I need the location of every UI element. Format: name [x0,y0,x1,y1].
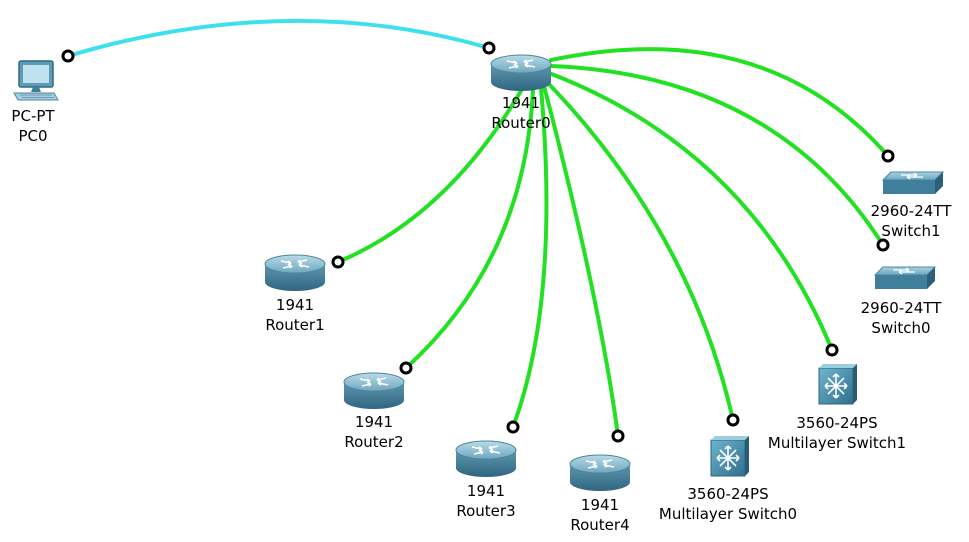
router2-model-label: 1941 [355,413,393,431]
switch0-model-label: 2960-24TT [861,299,943,317]
pc0-name-label: PC0 [18,127,47,145]
port-status-light [825,343,839,357]
mlswitch1-model-label: 3560-24PS [796,414,877,432]
mlswitch0-model-label: 3560-24PS [687,485,768,503]
ethernet-link-router0-mlswitch1[interactable] [547,71,834,352]
port-status-light [881,149,895,163]
port-status-light [726,413,740,427]
mlswitch0-name-label: Multilayer Switch0 [659,505,797,523]
router-icon [569,454,631,492]
router4-model-label: 1941 [581,496,619,514]
device-mlswitch1[interactable]: 3560-24PS Multilayer Switch1 [768,363,906,452]
router-icon [264,254,326,292]
switch-icon [874,266,936,290]
pc0-model-label: PC-PT [11,107,55,125]
device-switch0[interactable]: 2960-24TT Switch0 [861,266,943,337]
switch1-model-label: 2960-24TT [871,202,953,220]
device-router4[interactable]: 1941 Router4 [569,454,631,534]
router-icon [490,54,552,92]
ethernet-link-router0-switch1[interactable] [549,47,890,158]
device-router2[interactable]: 1941 Router2 [343,372,405,451]
ethernet-link-router0-switch0[interactable] [549,64,885,247]
ethernet-link-router0-router2[interactable] [404,87,535,370]
router-icon [343,372,405,410]
device-switch1[interactable]: 2960-24TT Switch1 [871,171,953,240]
device-router3[interactable]: 1941 Router3 [455,440,517,520]
router1-name-label: Router1 [265,316,324,334]
multilayer-switch-icon [818,363,858,405]
port-status-light [331,255,345,269]
ethernet-link-router0-router1[interactable] [336,82,527,264]
router3-name-label: Router3 [456,502,515,520]
port-status-light [61,49,75,63]
device-mlswitch0[interactable]: 3560-24PS Multilayer Switch0 [659,435,797,523]
port-status-light [506,420,520,434]
ethernet-link-router0-mlswitch0[interactable] [544,79,735,422]
mlswitch1-name-label: Multilayer Switch1 [768,434,906,452]
switch1-name-label: Switch1 [881,222,940,240]
port-status-light [876,238,890,252]
links [66,18,890,438]
router-icon [455,440,517,478]
port-status-light [611,429,625,443]
pc-icon [13,60,59,101]
port-status-light [482,41,496,55]
ethernet-link-router0-router3[interactable] [511,86,549,429]
router4-name-label: Router4 [570,516,629,534]
port-status-light [399,361,413,375]
router2-name-label: Router2 [344,433,403,451]
router0-model-label: 1941 [502,94,540,112]
device-router1[interactable]: 1941 Router1 [264,254,326,334]
router0-name-label: Router0 [491,114,550,132]
port-indicators [61,41,895,443]
switch0-name-label: Switch0 [871,319,930,337]
router1-model-label: 1941 [276,296,314,314]
multilayer-switch-icon [710,435,750,477]
router3-model-label: 1941 [467,482,505,500]
switch-icon [882,171,944,195]
device-pc0[interactable]: PC-PT PC0 [11,60,59,145]
console-link-pc0-router0[interactable] [66,18,491,58]
ethernet-link-router0-router4[interactable] [542,84,620,438]
device-router0[interactable]: 1941 Router0 [490,54,552,132]
